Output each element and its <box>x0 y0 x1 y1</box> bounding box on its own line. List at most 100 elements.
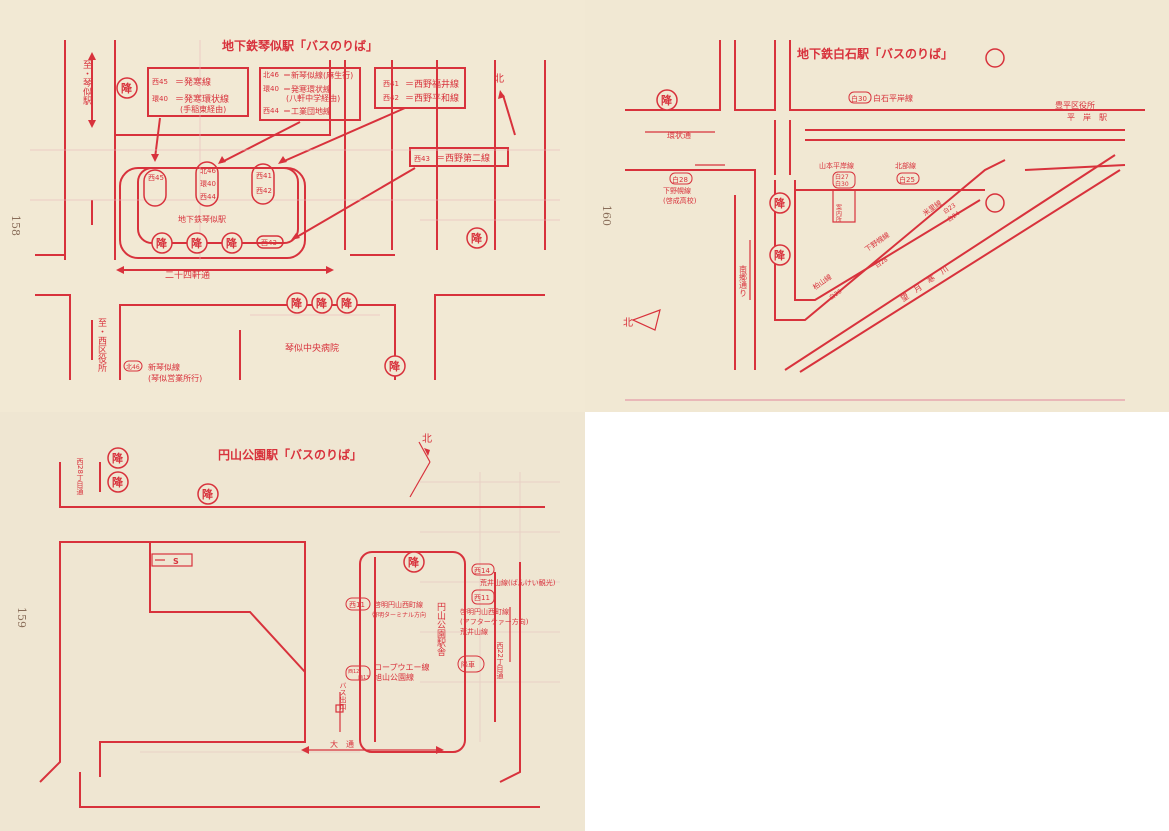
route-code: 白27 <box>835 173 849 181</box>
route-name: 啓明円山西町線 <box>374 600 423 609</box>
alight-marker: 降 <box>408 555 420 569</box>
bus-stop-nishi13: 西13 <box>358 675 369 681</box>
map-title: 円山公園駅「バスのりば」 <box>218 447 362 462</box>
alight-marker: 降 <box>316 296 328 310</box>
hospital-label: 琴似中央病院 <box>285 342 339 354</box>
page-number: 160 <box>600 205 613 226</box>
alight-marker: 降 <box>341 296 353 310</box>
legend-code: 北46 <box>263 71 279 79</box>
route-sub: 啓明ターミナル方向 <box>372 611 426 619</box>
legend-code: 西44 <box>263 107 279 115</box>
direction-label: 至・西区役所 <box>96 318 107 373</box>
route-code: 白25 <box>899 175 915 184</box>
route-name: 山本平岸線 <box>819 161 854 170</box>
alight-marker: 降 <box>156 236 168 250</box>
legend-text: ＝新琴似線(麻生行) <box>283 70 353 80</box>
legend-code: 環40 <box>263 85 279 93</box>
page-number: 158 <box>9 215 22 236</box>
bus-stop-nishi11: 西11 <box>474 594 490 602</box>
route-code: 北46 <box>126 363 140 371</box>
alight-marker: 降 <box>112 451 124 465</box>
info-office: 案内所 <box>835 203 842 223</box>
bus-stop-nishi44: 西44 <box>200 193 216 201</box>
legend-code: 西45 <box>152 78 168 86</box>
maruyama-map: 159 円山公園駅「バスのりば」 北 西28丁目通 S 降 降 降 降 西14 … <box>15 433 560 808</box>
alight-marker: 降 <box>121 81 133 95</box>
road-label: 環状通 <box>667 130 691 140</box>
route-code: 白30 <box>835 180 849 188</box>
legend-text: ＝発寒環状線 <box>175 93 229 105</box>
route-name: 北部線 <box>895 161 916 170</box>
blank-area <box>585 412 1169 831</box>
alight-marker: 降 <box>661 93 673 107</box>
legend-text: ＝工業団地線 <box>283 106 331 116</box>
north-label: 北 <box>422 433 432 445</box>
route-name: 下野幌線 <box>863 230 891 253</box>
alight-marker: 降 <box>774 196 786 210</box>
alight-marker: 降 <box>226 236 238 250</box>
route-name: 荒井山線(ばんけい観光) <box>480 578 556 587</box>
kotoni-map: 158 地下鉄琴似駅「バスのりば」 北 西45 ＝発寒線 環40 ＝発寒環状線 … <box>9 38 560 383</box>
bus-stop-nishi11: 西11 <box>349 601 365 609</box>
alight-marker: 降 <box>774 248 786 262</box>
legend-text: (手稲東経由) <box>180 104 226 114</box>
route-code: 白30 <box>851 94 867 103</box>
legend-text: (八軒中学経由) <box>286 93 340 103</box>
alight-marker: 降 <box>202 487 214 501</box>
route-name: 柏山線 <box>811 272 833 291</box>
legend-code: 西41 <box>383 80 399 88</box>
route-name: 荒井山線 <box>460 627 488 636</box>
route-name: ロープウエー線 <box>374 662 430 672</box>
bus-stop-nishi43: 西43 <box>261 239 277 247</box>
alight-marker: 降 <box>191 236 203 250</box>
alight-marker: 降 <box>112 475 124 489</box>
route-name: 旭山公園線 <box>374 672 414 682</box>
route-sub: (琴似営業所行) <box>148 373 202 383</box>
page-160: 160 地下鉄白石駅「バスのりば」 降 降 降 環状通 白30 白石平岸線 豊平… <box>585 0 1169 412</box>
route-name: 白石平岸線 <box>873 93 913 103</box>
legend-text: ＝発寒線 <box>175 76 211 88</box>
legend-code: 西42 <box>383 94 399 102</box>
legend-text: ＝西野福井線 <box>405 78 459 90</box>
legend-text: ＝発寒環状線 <box>283 84 331 94</box>
route-name: 新琴似線 <box>148 362 180 372</box>
road-label: 南郷通り <box>739 264 748 297</box>
page-158: 158 地下鉄琴似駅「バスのりば」 北 西45 ＝発寒線 環40 ＝発寒環状線 … <box>0 0 585 412</box>
direction-label: 至・琴似駅 <box>81 60 92 106</box>
street-label: 二十四軒通 <box>165 269 210 281</box>
legend-code: 環40 <box>152 95 168 103</box>
road-label: 西28丁目通 <box>76 458 84 496</box>
north-label: 北 <box>623 317 633 329</box>
route-name: 下野幌線 <box>663 186 691 195</box>
bus-stop-nishi12: 西12 <box>348 669 359 675</box>
route-name: 啓明円山西町線 <box>460 607 509 616</box>
bus-stop-nishi14: 西14 <box>474 567 490 575</box>
station-label: 円山公園駅舎 <box>435 602 446 657</box>
place-label: 平 岸 駅 <box>1067 113 1107 122</box>
legend-code: 西43 <box>414 155 430 163</box>
subway-mark: S <box>173 557 179 566</box>
bus-stop-kita46: 北46 <box>200 167 216 175</box>
north-label: 北 <box>494 73 504 85</box>
page-159: 159 円山公園駅「バスのりば」 北 西28丁目通 S 降 降 降 降 西14 … <box>0 412 585 831</box>
map-title: 地下鉄琴似駅「バスのりば」 <box>222 38 378 53</box>
bus-stop-nishi42: 西42 <box>256 187 272 195</box>
legend-text: ＝西野平和線 <box>405 92 459 104</box>
page-number: 159 <box>15 607 28 628</box>
bus-stop-nishi45: 西45 <box>148 174 164 182</box>
legend-text: ＝西野第二線 <box>436 152 490 164</box>
road-label: 西22丁目通 <box>496 642 504 680</box>
station-label: 地下鉄琴似駅 <box>178 214 226 224</box>
shiroishi-map: 160 地下鉄白石駅「バスのりば」 降 降 降 環状通 白30 白石平岸線 豊平… <box>600 40 1145 401</box>
bus-stop-kan40: 環40 <box>200 180 216 188</box>
alight-area: 降車 <box>461 660 475 669</box>
alight-marker: 降 <box>291 296 303 310</box>
river-label: 望 月 寒 川 <box>898 263 950 303</box>
bus-exit-label: バス出口 <box>339 682 347 710</box>
road-label: 大 通 <box>330 739 354 749</box>
route-sub: (啓成高校) <box>663 196 697 205</box>
bus-stop-nishi41: 西41 <box>256 172 272 180</box>
map-title: 地下鉄白石駅「バスのりば」 <box>797 46 953 61</box>
alight-marker: 降 <box>471 231 483 245</box>
route-sub: (アフターケァー方向) <box>460 617 529 626</box>
